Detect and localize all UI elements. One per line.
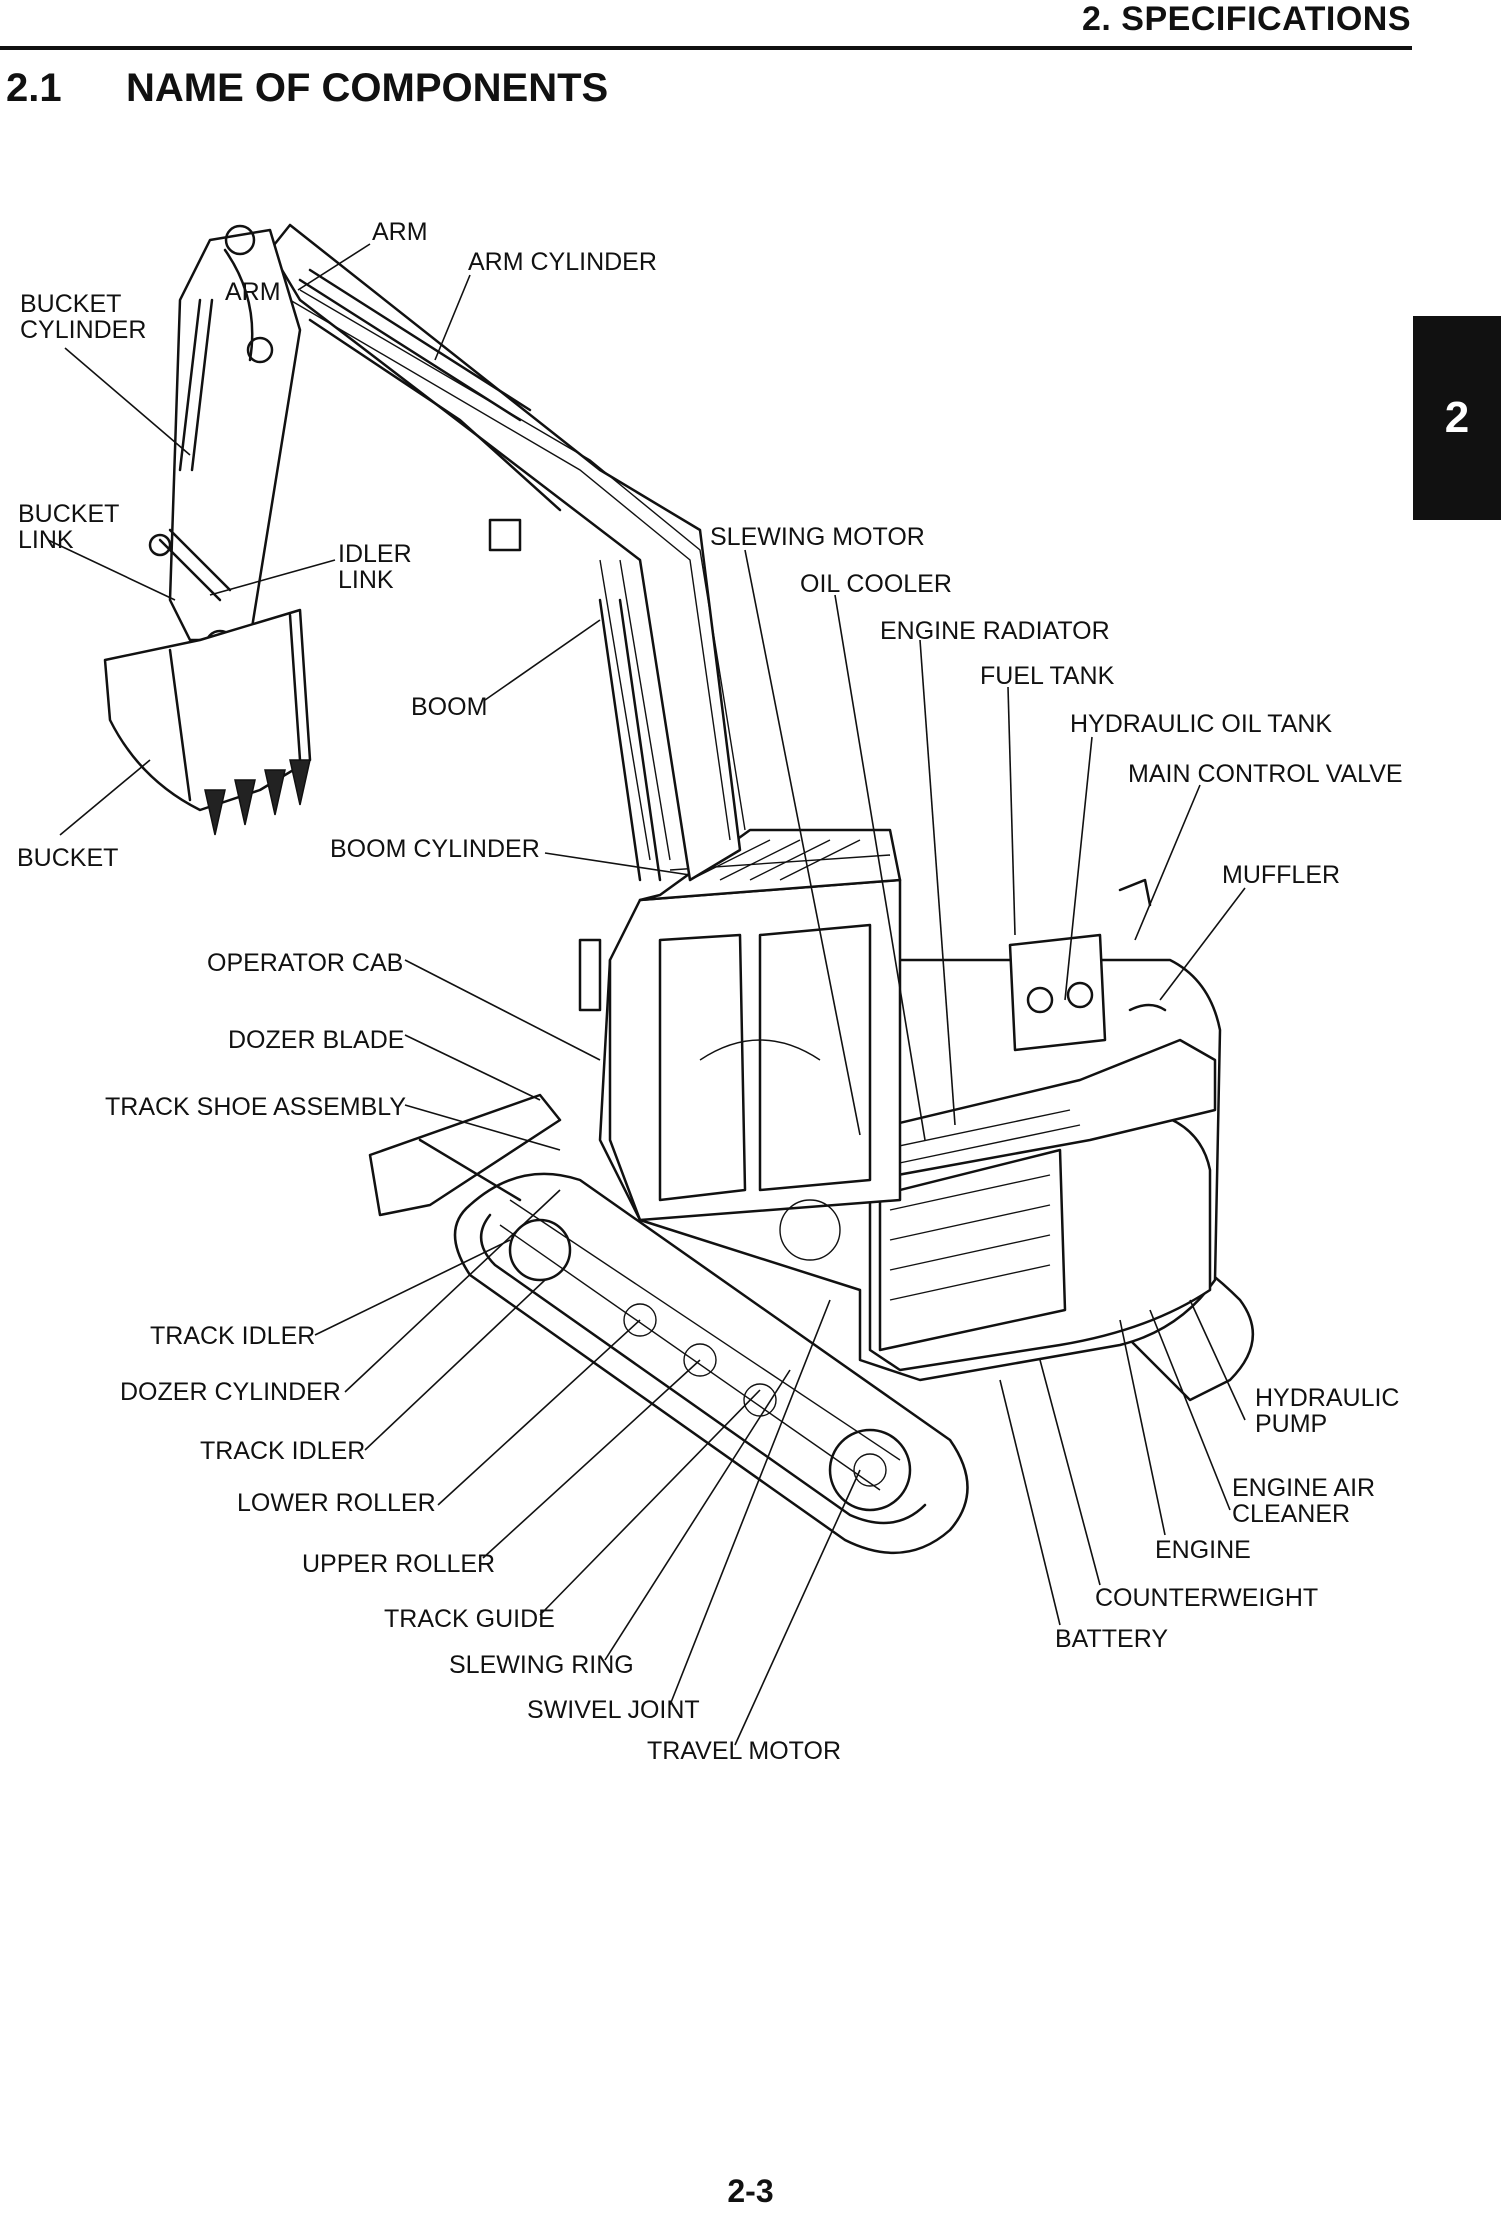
label-idler-link-line1: IDLER <box>338 540 412 568</box>
label-engine-air-cleaner-line2: CLEANER <box>1232 1500 1350 1528</box>
label-travel-motor: TRAVEL MOTOR <box>647 1737 841 1765</box>
page-heading: 2.1 NAME OF COMPONENTS <box>6 66 608 111</box>
label-slewing-ring: SLEWING RING <box>449 1651 634 1679</box>
label-bucket-link-line2: LINK <box>18 526 74 554</box>
label-upper-roller: UPPER ROLLER <box>302 1550 495 1578</box>
label-track-shoe-assembly: TRACK SHOE ASSEMBLY <box>105 1093 406 1121</box>
heading-title: NAME OF COMPONENTS <box>126 66 609 110</box>
label-slewing-motor: SLEWING MOTOR <box>710 523 925 551</box>
label-lower-roller: LOWER ROLLER <box>237 1489 436 1517</box>
label-hydraulic-pump-line2: PUMP <box>1255 1410 1327 1438</box>
chapter-tab: 2 <box>1413 316 1501 520</box>
page-number: 2-3 <box>727 2173 774 2209</box>
label-arm: ARM <box>372 218 428 246</box>
label-bucket-link-line1: BUCKET <box>18 500 119 528</box>
label-engine-radiator: ENGINE RADIATOR <box>880 617 1110 645</box>
label-engine: ENGINE <box>1155 1536 1251 1564</box>
label-bucket-cylinder-line2: CYLINDER <box>20 316 146 344</box>
label-dozer-blade: DOZER BLADE <box>228 1026 404 1054</box>
heading-number: 2.1 <box>6 66 62 110</box>
label-track-idler-1: TRACK IDLER <box>150 1322 315 1350</box>
leader-lines <box>47 243 1246 1746</box>
label-arm-small: ARM <box>225 278 281 306</box>
header-rule <box>0 46 1412 50</box>
label-arm-cylinder: ARM CYLINDER <box>468 248 657 276</box>
section-title: 2. SPECIFICATIONS <box>1081 0 1411 38</box>
label-fuel-tank: FUEL TANK <box>980 662 1115 690</box>
label-counterweight: COUNTERWEIGHT <box>1095 1584 1318 1612</box>
label-swivel-joint: SWIVEL JOINT <box>527 1696 700 1724</box>
label-dozer-cylinder: DOZER CYLINDER <box>120 1378 341 1406</box>
label-battery: BATTERY <box>1055 1625 1168 1653</box>
label-hydraulic-pump-line1: HYDRAULIC <box>1255 1384 1399 1412</box>
label-hydraulic-oil-tank: HYDRAULIC OIL TANK <box>1070 710 1332 738</box>
label-oil-cooler: OIL COOLER <box>800 570 952 598</box>
label-idler-link-line2: LINK <box>338 566 394 594</box>
label-bucket: BUCKET <box>17 844 118 872</box>
label-track-guide: TRACK GUIDE <box>384 1605 555 1633</box>
label-bucket-cylinder-line1: BUCKET <box>20 290 121 318</box>
label-main-control-valve: MAIN CONTROL VALVE <box>1128 760 1403 788</box>
label-operator-cab: OPERATOR CAB <box>207 949 403 977</box>
label-boom-cylinder: BOOM CYLINDER <box>330 835 540 863</box>
component-labels: ARM ARM ARM CYLINDER BUCKET CYLINDER BUC… <box>17 218 1403 1765</box>
excavator-illustration <box>103 223 1255 1555</box>
label-muffler: MUFFLER <box>1222 861 1340 889</box>
label-track-idler-2: TRACK IDLER <box>200 1437 365 1465</box>
label-boom: BOOM <box>411 693 487 721</box>
label-engine-air-cleaner-line1: ENGINE AIR <box>1232 1474 1375 1502</box>
